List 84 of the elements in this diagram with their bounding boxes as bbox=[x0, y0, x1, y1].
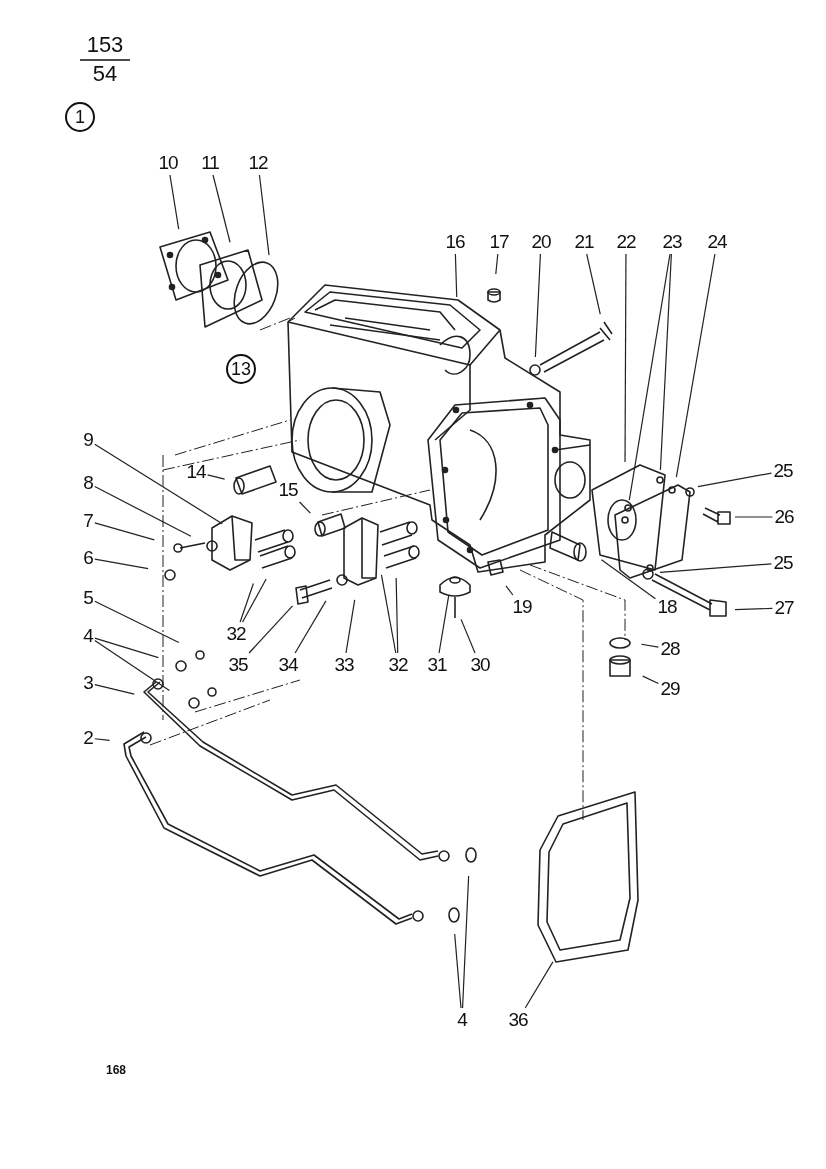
leader-line bbox=[395, 577, 399, 654]
leader-line bbox=[600, 559, 657, 600]
leader-line bbox=[454, 933, 462, 1009]
leader-line bbox=[675, 253, 716, 478]
leader-line bbox=[212, 174, 231, 243]
page-number: 168 bbox=[106, 1063, 126, 1077]
leader-line bbox=[586, 253, 601, 315]
circled-number: 13 bbox=[226, 354, 256, 384]
leader-line bbox=[659, 563, 773, 573]
leader-line bbox=[294, 600, 327, 654]
callout-number: 7 bbox=[82, 510, 94, 532]
callout-number: 25 bbox=[772, 460, 794, 482]
leader-line bbox=[94, 558, 149, 570]
leader-line bbox=[697, 472, 773, 488]
leader-line bbox=[206, 474, 226, 480]
callout-number: 33 bbox=[333, 654, 355, 676]
callout-number: 4 bbox=[82, 625, 94, 647]
callout-number: 24 bbox=[706, 231, 728, 253]
leader-line bbox=[169, 174, 180, 230]
leader-line bbox=[94, 637, 159, 659]
callout-number: 29 bbox=[659, 678, 681, 700]
callout-number: 28 bbox=[659, 638, 681, 660]
leader-line bbox=[734, 607, 774, 611]
callout-number: 19 bbox=[511, 596, 533, 618]
callout-number: 30 bbox=[469, 654, 491, 676]
leader-line bbox=[495, 253, 499, 275]
leader-line bbox=[438, 595, 450, 654]
leader-line bbox=[239, 582, 254, 623]
leader-line bbox=[524, 961, 554, 1009]
leader-line bbox=[734, 516, 774, 518]
callout-number: 32 bbox=[225, 623, 247, 645]
leader-line bbox=[345, 599, 356, 654]
leader-line bbox=[505, 585, 514, 596]
leader-line bbox=[94, 738, 111, 741]
callout-number: 22 bbox=[615, 231, 637, 253]
leader-line bbox=[640, 643, 660, 648]
leader-line bbox=[94, 684, 135, 695]
callout-number: 18 bbox=[656, 596, 678, 618]
callout-number: 25 bbox=[772, 552, 794, 574]
leader-line bbox=[242, 578, 267, 623]
leader-line bbox=[94, 600, 180, 644]
leader-line bbox=[534, 253, 541, 358]
leader-line bbox=[258, 174, 270, 256]
callout-number: 21 bbox=[573, 231, 595, 253]
leader-line bbox=[94, 485, 192, 537]
callout-number: 14 bbox=[185, 461, 207, 483]
callout-number: 16 bbox=[444, 231, 466, 253]
callout-number: 11 bbox=[200, 152, 220, 174]
callout-number: 15 bbox=[277, 479, 299, 501]
callout-number: 12 bbox=[247, 152, 269, 174]
leader-line bbox=[380, 574, 397, 654]
callout-number: 3 bbox=[82, 672, 94, 694]
circled-number: 1 bbox=[65, 102, 95, 132]
callout-number: 4 bbox=[456, 1009, 468, 1031]
leader-line bbox=[628, 253, 671, 501]
leader-line bbox=[460, 618, 476, 654]
callout-number: 34 bbox=[277, 654, 299, 676]
leader-line bbox=[94, 522, 155, 541]
callout-number: 32 bbox=[387, 654, 409, 676]
callout-number: 9 bbox=[82, 429, 94, 451]
callout-number: 27 bbox=[773, 597, 795, 619]
callout-number: 17 bbox=[488, 231, 510, 253]
leader-line bbox=[94, 443, 223, 525]
leader-line bbox=[248, 605, 294, 654]
callout-number: 36 bbox=[507, 1009, 529, 1031]
leader-line bbox=[94, 639, 170, 692]
lab-num: 54 bbox=[92, 61, 118, 87]
leader-line bbox=[298, 501, 311, 514]
callout-number: 26 bbox=[773, 506, 795, 528]
leader-line bbox=[461, 875, 470, 1009]
leader-line bbox=[454, 253, 458, 298]
callout-number: 2 bbox=[82, 727, 94, 749]
lab-num: 153 bbox=[86, 32, 124, 58]
callout-number: 5 bbox=[82, 587, 94, 609]
leader-line bbox=[624, 253, 627, 463]
callout-number: 23 bbox=[661, 231, 683, 253]
callout-number: 35 bbox=[227, 654, 249, 676]
leader-line bbox=[659, 253, 672, 471]
callout-number: 6 bbox=[82, 547, 94, 569]
callout-number: 31 bbox=[426, 654, 448, 676]
callout-number: 8 bbox=[82, 472, 94, 494]
leader-line bbox=[642, 675, 660, 685]
callout-number: 20 bbox=[530, 231, 552, 253]
callout-number: 10 bbox=[157, 152, 179, 174]
